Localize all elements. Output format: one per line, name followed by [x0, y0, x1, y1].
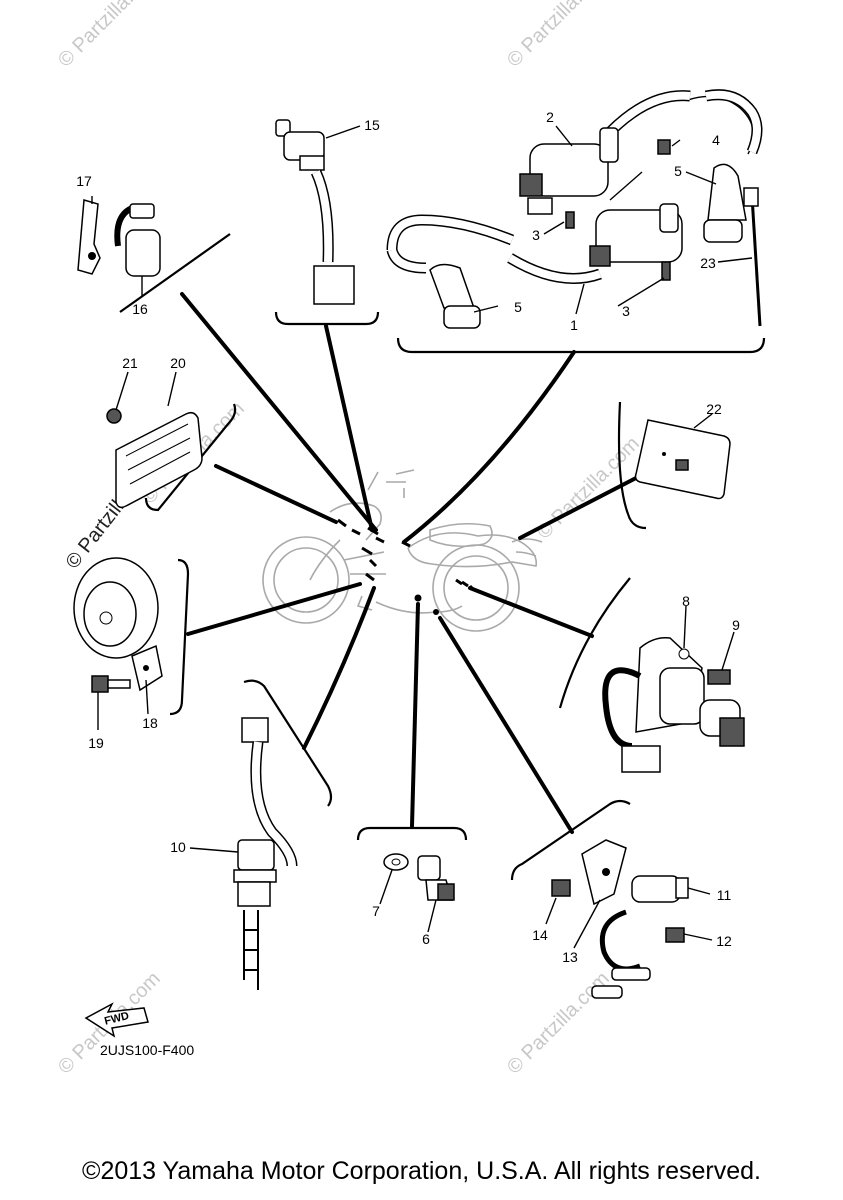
bracket-reflector22 — [617, 401, 647, 530]
callout-6: 6 — [422, 931, 430, 947]
callout-12: 12 — [716, 933, 732, 949]
callout-16: 16 — [132, 301, 148, 317]
callout-8: 8 — [682, 593, 690, 609]
ignition-coil-2 — [529, 143, 609, 197]
callout-4: 4 — [712, 132, 720, 148]
location-leaders — [180, 292, 638, 834]
callout-23: 23 — [700, 255, 716, 271]
reflector-22 — [634, 413, 731, 500]
callout-5: 5 — [674, 163, 682, 179]
callout-15: 15 — [364, 117, 380, 133]
bracket-switch16 — [119, 233, 231, 313]
copyright-notice: ©2013 Yamaha Motor Corporation, U.S.A. A… — [82, 1157, 761, 1185]
horn-18-19 — [73, 557, 163, 730]
reflector-20-21 — [106, 371, 203, 509]
watermark: © Partzilla.com — [533, 433, 644, 544]
group-brackets — [119, 233, 766, 881]
switch-15 — [275, 119, 361, 305]
switch-11-14 — [545, 839, 713, 999]
callout-19: 19 — [88, 735, 104, 751]
callout-1: 1 — [570, 317, 578, 333]
callout-21: 21 — [122, 355, 138, 371]
watermark: © Partzilla.com — [503, 0, 614, 72]
fastener-6-7 — [379, 853, 455, 933]
bracket-switch11 — [510, 799, 631, 881]
bracket-fastener — [356, 826, 468, 841]
switch-16-17 — [77, 196, 161, 296]
callout-11: 11 — [717, 887, 732, 903]
callout-14: 14 — [532, 927, 548, 943]
sensor-10 — [189, 717, 298, 990]
callout-9: 9 — [732, 617, 740, 633]
bracket-horn — [169, 558, 190, 716]
callout-10: 10 — [170, 839, 186, 855]
fwd-arrow: FWD — [84, 1002, 149, 1038]
callout-3: 3 — [622, 303, 630, 319]
main-switch-8-9 — [602, 605, 745, 773]
ignition-coil-group — [386, 89, 763, 329]
callout-22: 22 — [706, 401, 722, 417]
callout-18: 18 — [142, 715, 158, 731]
callout-5: 5 — [514, 299, 522, 315]
bracket-ignition — [396, 337, 766, 354]
callout-13: 13 — [562, 949, 578, 965]
watermark: © Partzilla.com — [54, 0, 165, 72]
motorcycle-silhouette — [262, 469, 543, 632]
diagram-code: 2UJS100-F400 — [100, 1042, 194, 1058]
bracket-mainswitch — [558, 577, 631, 709]
bracket-switch15 — [274, 311, 380, 326]
callout-17: 17 — [76, 173, 92, 189]
callout-20: 20 — [170, 355, 186, 371]
bracket-sensor10 — [243, 679, 333, 807]
callout-7: 7 — [372, 903, 380, 919]
callout-labels: 1 2 3 3 4 5 5 6 7 8 9 10 11 12 13 14 15 … — [76, 109, 740, 965]
fwd-label: FWD — [103, 1010, 130, 1028]
callout-2: 2 — [546, 109, 554, 125]
watermark: © Partzilla.com — [503, 968, 614, 1079]
callout-3: 3 — [532, 227, 540, 243]
